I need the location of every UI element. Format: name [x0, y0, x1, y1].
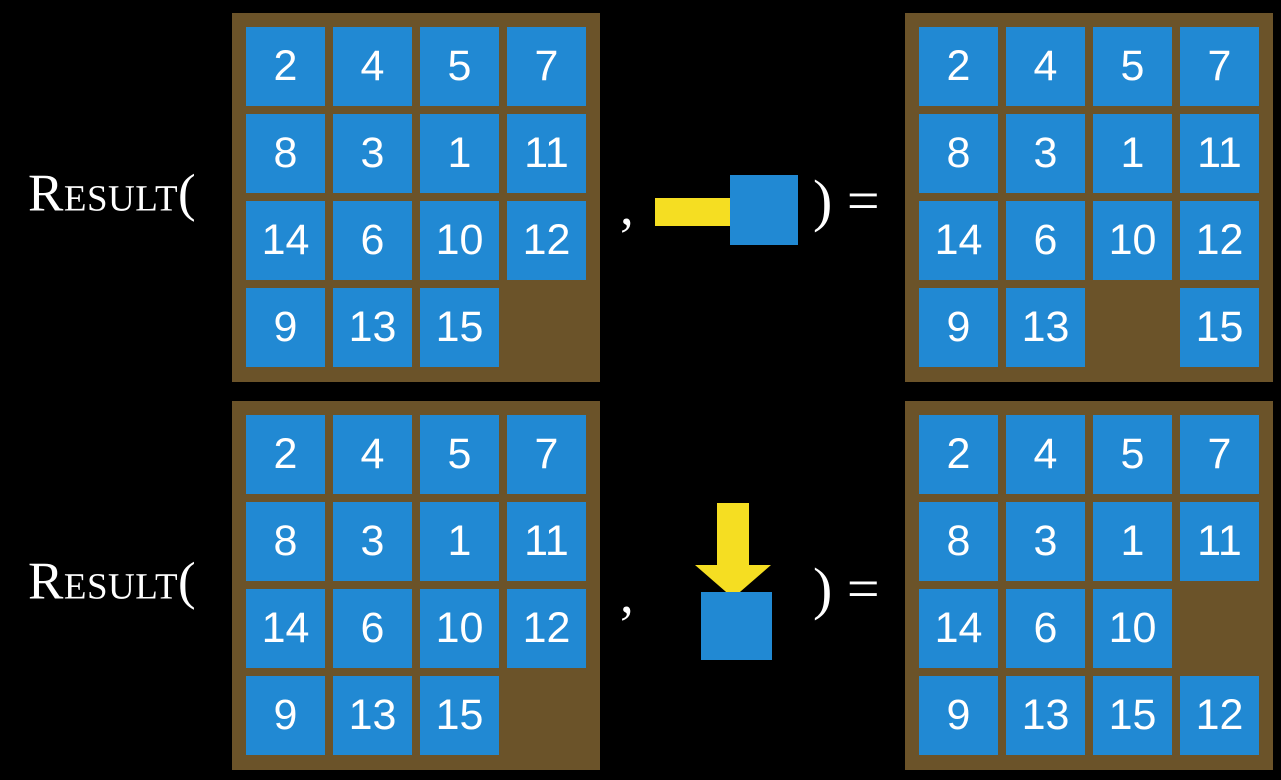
- blank-blue-tile-1: [730, 175, 798, 245]
- tile[interactable]: 9: [919, 676, 998, 755]
- tile[interactable]: 11: [1180, 502, 1259, 581]
- tile[interactable]: 3: [1006, 114, 1085, 193]
- tile[interactable]: 12: [507, 201, 586, 280]
- tile[interactable]: 8: [919, 502, 998, 581]
- equation-down-move: Result( 2 4 5 7 8 3 1 11 14 6 10 12 9 13…: [0, 388, 1281, 776]
- tile[interactable]: 7: [1180, 415, 1259, 494]
- tile[interactable]: 14: [919, 589, 998, 668]
- tile[interactable]: 5: [420, 27, 499, 106]
- tile[interactable]: 4: [1006, 415, 1085, 494]
- empty-slot[interactable]: [1093, 288, 1172, 367]
- tile-grid: 2 4 5 7 8 3 1 11 14 6 10 12 9 13 15: [246, 415, 586, 755]
- argument-separator-comma: ,: [620, 563, 634, 624]
- tile[interactable]: 8: [919, 114, 998, 193]
- tile[interactable]: 12: [1180, 201, 1259, 280]
- tile-grid: 2 4 5 7 8 3 1 11 14 6 10 12 9 13 15: [246, 27, 586, 367]
- tile[interactable]: 11: [1180, 114, 1259, 193]
- tile[interactable]: 5: [1093, 415, 1172, 494]
- tile[interactable]: 1: [420, 114, 499, 193]
- tile[interactable]: 5: [1093, 27, 1172, 106]
- tile[interactable]: 3: [1006, 502, 1085, 581]
- tile[interactable]: 6: [333, 201, 412, 280]
- closing-paren-equals-1: ) =: [813, 168, 880, 233]
- tile[interactable]: 2: [246, 27, 325, 106]
- empty-slot[interactable]: [507, 676, 586, 755]
- tile[interactable]: 4: [333, 27, 412, 106]
- tile[interactable]: 13: [333, 676, 412, 755]
- tile[interactable]: 13: [333, 288, 412, 367]
- result-function-label-2: Result(: [28, 552, 197, 611]
- operator-group-down-move: , ) =: [600, 388, 905, 776]
- tile[interactable]: 7: [507, 27, 586, 106]
- tile[interactable]: 15: [420, 288, 499, 367]
- closing-paren-equals-2: ) =: [813, 556, 880, 621]
- tile[interactable]: 7: [507, 415, 586, 494]
- tile-grid: 2 4 5 7 8 3 1 11 14 6 10 12 9 13 15: [919, 27, 1259, 367]
- tile[interactable]: 5: [420, 415, 499, 494]
- result-function-label-1: Result(: [28, 164, 197, 223]
- tile[interactable]: 13: [1006, 288, 1085, 367]
- tile[interactable]: 2: [919, 415, 998, 494]
- tile[interactable]: 10: [420, 201, 499, 280]
- input-board-right-move: 2 4 5 7 8 3 1 11 14 6 10 12 9 13 15: [232, 13, 600, 382]
- tile[interactable]: 15: [420, 676, 499, 755]
- tile[interactable]: 14: [246, 589, 325, 668]
- tile[interactable]: 10: [1093, 201, 1172, 280]
- tile[interactable]: 8: [246, 502, 325, 581]
- tile[interactable]: 8: [246, 114, 325, 193]
- tile[interactable]: 14: [246, 201, 325, 280]
- equation-right-move: Result( 2 4 5 7 8 3 1 11 14 6 10 12 9 13…: [0, 0, 1281, 388]
- tile[interactable]: 11: [507, 114, 586, 193]
- tile[interactable]: 4: [333, 415, 412, 494]
- output-board-right-move: 2 4 5 7 8 3 1 11 14 6 10 12 9 13 15: [905, 13, 1273, 382]
- tile[interactable]: 7: [1180, 27, 1259, 106]
- tile[interactable]: 4: [1006, 27, 1085, 106]
- arrow-down-icon: [695, 503, 771, 598]
- tile[interactable]: 2: [246, 415, 325, 494]
- tile[interactable]: 2: [919, 27, 998, 106]
- empty-slot[interactable]: [1180, 589, 1259, 668]
- argument-separator-comma: ,: [620, 175, 634, 236]
- tile[interactable]: 9: [246, 676, 325, 755]
- tile[interactable]: 6: [1006, 201, 1085, 280]
- tile[interactable]: 15: [1093, 676, 1172, 755]
- tile[interactable]: 1: [1093, 502, 1172, 581]
- tile[interactable]: 9: [246, 288, 325, 367]
- tile[interactable]: 6: [1006, 589, 1085, 668]
- tile[interactable]: 13: [1006, 676, 1085, 755]
- tile[interactable]: 12: [1180, 676, 1259, 755]
- tile[interactable]: 12: [507, 589, 586, 668]
- output-board-down-move: 2 4 5 7 8 3 1 11 14 6 10 9 13 15 12: [905, 401, 1273, 770]
- tile[interactable]: 3: [333, 114, 412, 193]
- tile[interactable]: 3: [333, 502, 412, 581]
- tile[interactable]: 14: [919, 201, 998, 280]
- blank-blue-tile-2: [701, 592, 772, 660]
- input-board-down-move: 2 4 5 7 8 3 1 11 14 6 10 12 9 13 15: [232, 401, 600, 770]
- tile-grid: 2 4 5 7 8 3 1 11 14 6 10 9 13 15 12: [919, 415, 1259, 755]
- tile[interactable]: 6: [333, 589, 412, 668]
- tile[interactable]: 10: [420, 589, 499, 668]
- tile[interactable]: 10: [1093, 589, 1172, 668]
- empty-slot[interactable]: [507, 288, 586, 367]
- tile[interactable]: 9: [919, 288, 998, 367]
- tile[interactable]: 1: [420, 502, 499, 581]
- tile[interactable]: 1: [1093, 114, 1172, 193]
- tile[interactable]: 11: [507, 502, 586, 581]
- tile[interactable]: 15: [1180, 288, 1259, 367]
